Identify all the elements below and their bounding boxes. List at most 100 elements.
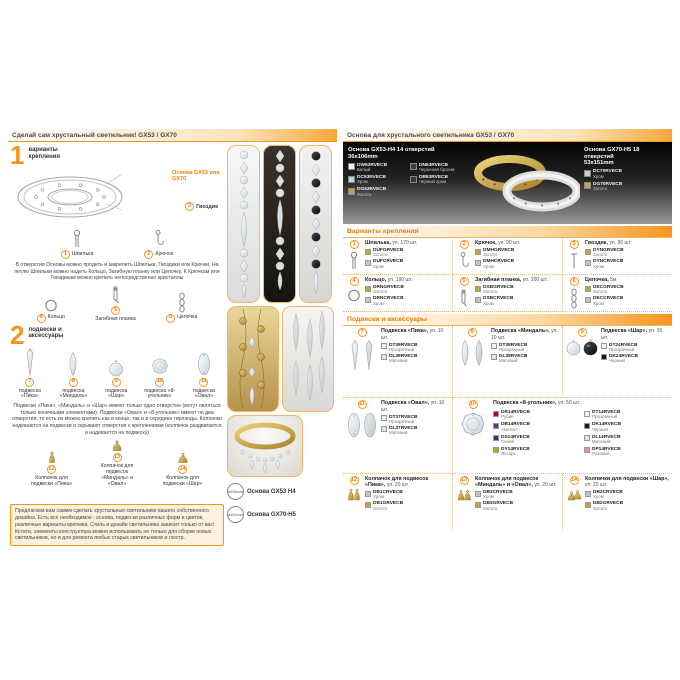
- pendant-cell-oval: 11 Подвеска «Овал», уп. 10 шт. DT37RVECB…: [343, 398, 453, 474]
- item-qty: уп. 200 шт.: [522, 277, 548, 283]
- item-number: 8: [68, 377, 78, 387]
- hairpin-icon: [71, 229, 83, 249]
- color-swatch: [584, 169, 591, 177]
- base-rings-photo: [472, 147, 582, 222]
- item-name: Гвоздик,: [585, 240, 608, 246]
- base-drawing-icon: [17, 173, 123, 218]
- item-qty: уп. 10 шт.: [381, 400, 445, 413]
- item-number: 2: [144, 250, 154, 259]
- ring-icon: [44, 298, 58, 313]
- color-swatch: [584, 422, 590, 429]
- item-label: Шпилька: [71, 250, 94, 257]
- color-name: Золото: [483, 289, 498, 295]
- product-code: DB3GRVECB: [483, 501, 514, 507]
- item-qty: уп. 50 шт.: [558, 400, 581, 406]
- color-name: Золото: [373, 252, 388, 258]
- base-gx70-block: Основа GX70-H5 18 отверстий 53x151mm DC7…: [584, 147, 668, 222]
- color-swatch: [584, 435, 590, 442]
- cap-cell-pika: 12 Колпачок для подвесок «Пика», уп. 20 …: [343, 474, 453, 530]
- cap-icon: [456, 487, 472, 502]
- product-code: DT37RVECB: [389, 414, 418, 420]
- cap-icon: [346, 487, 362, 502]
- color-name: Прозрачный: [592, 414, 618, 420]
- base-diagram: Основа GX53 или GX70 3 Гвоздик: [10, 166, 224, 228]
- item-number: 12: [47, 464, 56, 474]
- base-spec-gx53: ⌀106mm Основа GX53 H4: [227, 483, 335, 500]
- chain-icon: [569, 288, 579, 309]
- item-number: 9: [577, 328, 587, 337]
- item-name: Крючок,: [475, 240, 497, 246]
- almond-crystal-icon: [459, 339, 485, 367]
- product-code: DUFGRVECB: [373, 248, 404, 254]
- item-name: Подвеска «Миндаль»,: [491, 328, 550, 334]
- cap-cell-shar: 14 Колпачки для подвески «Шар», уп. 20 ш…: [563, 474, 672, 530]
- color-name: Розовый: [592, 451, 610, 457]
- item-number: 7: [25, 377, 35, 387]
- item-label: Загибная планка: [95, 315, 136, 322]
- product-code: DL14RVECB: [592, 434, 621, 440]
- item-number: 13: [459, 476, 469, 485]
- color-name: Хром: [483, 263, 494, 269]
- color-name: Аметист: [501, 426, 518, 432]
- item-number: 7: [357, 328, 367, 337]
- product-code: DSBGRVECB: [483, 285, 514, 291]
- item-title: Колпачки для подвески «Шар», уп. 20 шт.: [585, 476, 670, 489]
- item-number: 8: [467, 328, 477, 337]
- item-number: 5: [111, 305, 121, 315]
- item-number: 11: [199, 377, 209, 387]
- color-swatch: [348, 163, 355, 171]
- color-swatch: [493, 447, 499, 454]
- item-qty: уп. 20 шт.: [534, 482, 557, 489]
- color-name: Рубин: [501, 414, 514, 420]
- color-swatch: [410, 175, 417, 183]
- color-name: Хром: [373, 263, 384, 269]
- item-label: подвеска «Овал»: [192, 387, 215, 400]
- color-swatch: [365, 248, 371, 255]
- color-swatch: [601, 354, 607, 361]
- color-name: Золото: [483, 252, 498, 258]
- item-label: Колпачок для подвески «Пика»: [30, 474, 73, 487]
- step1-number: 1: [10, 140, 25, 170]
- color-swatch: [348, 175, 355, 183]
- ball-crystal-icon: [566, 339, 598, 356]
- step1-label: варианты крепления: [28, 147, 60, 160]
- color-swatch: [348, 187, 355, 195]
- oval-crystal-icon: [197, 351, 211, 377]
- garland-photo-dark: [263, 145, 296, 303]
- product-code: DB1CRVECB: [373, 490, 403, 496]
- item-qty: уп. 20 шт.: [585, 482, 608, 489]
- product-code: DT14RVECB: [592, 410, 621, 416]
- assembly-text-2: Подвески «Пика», «Миндаль» и «Шар» имеют…: [12, 403, 222, 436]
- product-code: DYNGRVECB: [593, 248, 624, 254]
- color-swatch: [475, 501, 481, 508]
- item-number: 10: [155, 377, 165, 387]
- item-qty: уп. 20 шт.: [386, 482, 409, 489]
- product-code: DK14RVECB: [592, 422, 621, 428]
- item-title: Колпачок для подвесок «Пика», уп. 20 шт.: [365, 476, 450, 489]
- color-swatch: [475, 490, 481, 497]
- step2-label: подвески и аксессуары: [28, 326, 64, 340]
- item-title: Загибная планка, уп. 200 шт.: [475, 277, 560, 284]
- step2-row: 2 подвески и аксессуары: [10, 322, 224, 348]
- product-code: DYNCRVECB: [593, 259, 624, 265]
